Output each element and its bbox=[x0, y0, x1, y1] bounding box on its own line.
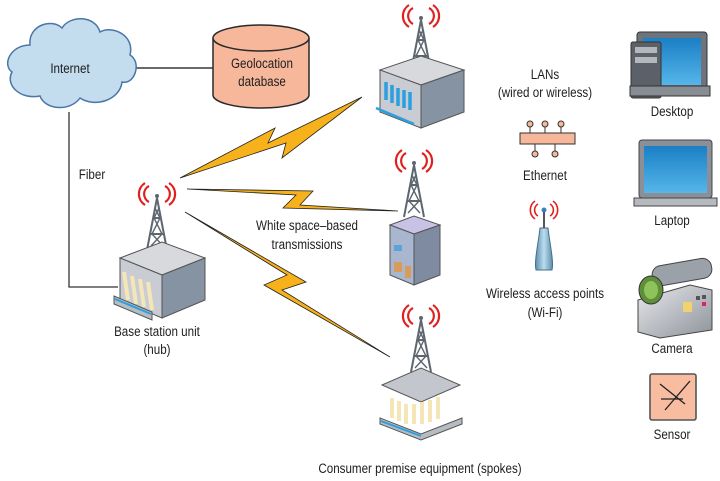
internet-label: Internet bbox=[50, 61, 90, 76]
laptop-icon bbox=[633, 139, 718, 207]
lans-label-line2: (wired or wireless) bbox=[497, 85, 593, 100]
base-station-tower-icon bbox=[113, 181, 207, 321]
lightning-bolt-bottom bbox=[184, 211, 391, 358]
apartment-building-tower-icon bbox=[388, 148, 442, 286]
base-station-label-line1: Base station unit bbox=[114, 324, 200, 339]
wireless-access-point-icon bbox=[529, 200, 559, 271]
ethernet-label: Ethernet bbox=[523, 168, 567, 183]
lightning-bolt-top bbox=[179, 96, 363, 179]
database-cylinder-icon bbox=[212, 24, 310, 109]
sensor-icon bbox=[649, 373, 697, 421]
geolocation-label-line1: Geolocation bbox=[231, 56, 293, 71]
sensor-label: Sensor bbox=[653, 427, 691, 442]
cloud-icon bbox=[7, 18, 137, 109]
lightning-bolt-middle bbox=[186, 188, 399, 212]
fiber-link bbox=[68, 112, 118, 288]
lans-label-line1: LANs bbox=[530, 67, 560, 82]
building-tower-icon bbox=[379, 303, 463, 441]
base-station-label-line2: (hub) bbox=[143, 342, 171, 357]
transmissions-label-line1: White space–based bbox=[256, 218, 358, 233]
video-camera-icon bbox=[637, 257, 713, 339]
camera-label: Camera bbox=[651, 341, 693, 356]
ethernet-hub-icon bbox=[519, 120, 576, 158]
wifi-label-line1: Wireless access points bbox=[485, 286, 605, 301]
office-building-tower-icon bbox=[375, 3, 466, 129]
geolocation-label-line2: database bbox=[238, 74, 286, 89]
laptop-label: Laptop bbox=[654, 213, 690, 228]
desktop-label: Desktop bbox=[650, 104, 694, 119]
fiber-label: Fiber bbox=[78, 167, 106, 182]
desktop-computer-icon bbox=[629, 31, 711, 99]
transmissions-label-line2: transmissions bbox=[271, 237, 343, 252]
wifi-label-line2: (Wi-Fi) bbox=[527, 305, 563, 320]
cpe-label: Consumer premise equipment (spokes) bbox=[318, 461, 522, 476]
